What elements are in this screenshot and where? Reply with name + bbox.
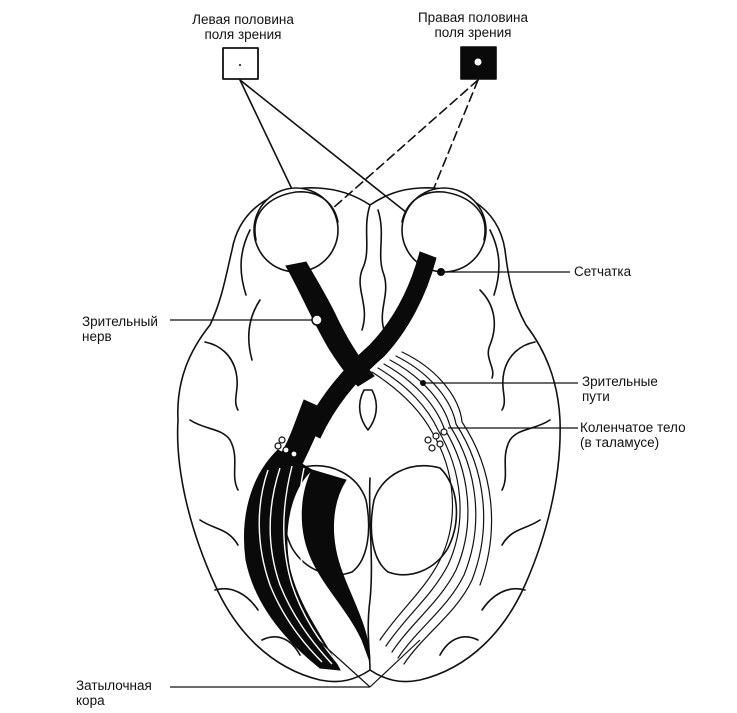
right-gyrus-5: [501, 519, 541, 546]
right-visual-field-label: Правая половина поля зрения: [398, 10, 548, 40]
left-gyrus-7: [261, 636, 301, 656]
frontal-fissure: [359, 204, 371, 331]
right-optic-nerve-dark: [303, 251, 437, 439]
left-radiation-streaks: [258, 465, 353, 667]
left-visual-field-box: [222, 47, 259, 80]
right-geniculate-nodes: [424, 428, 448, 452]
leader-lines: [170, 271, 578, 688]
left-visual-field-label-line1: Левая половина: [192, 12, 294, 27]
right-orbit: [401, 191, 486, 241]
left-gyrus-5: [199, 519, 239, 546]
optic-tracts-label-line2: пути: [582, 389, 610, 404]
optic-nerve-label-line2: нерв: [82, 329, 112, 344]
left-gyrus-2: [204, 341, 239, 411]
occipital-midline: [367, 477, 373, 671]
left-geniculate-nodes: [274, 436, 298, 458]
dark-optic-pathway: [243, 251, 437, 671]
right-optic-radiation: [371, 351, 493, 665]
right-gyrus-6: [481, 588, 526, 611]
left-orbit: [254, 191, 339, 241]
right-gyrus-7: [439, 636, 479, 656]
geniculate-body-label-line2: (в таламусе): [580, 435, 660, 450]
right-thalamus-outline: [370, 465, 458, 576]
right-gyrus-1: [489, 229, 500, 296]
retina-label: Сетчатка: [574, 264, 632, 279]
brain-outline: [176, 187, 561, 683]
geniculate-body-label: Коленчатое тело (в таламусе): [580, 420, 686, 450]
occipital-cortex-label: Затылочная кора: [76, 678, 152, 708]
right-gyrus-3: [479, 289, 496, 379]
right-visual-field-label-line2: поля зрения: [434, 25, 512, 40]
occipital-leader-2: [317, 639, 371, 688]
left-gyrus-3: [247, 299, 261, 361]
optic-nerve-label: Зрительный нерв: [82, 314, 158, 344]
left-gyrus-4: [189, 419, 239, 491]
right-gyrus-2: [501, 341, 536, 411]
left-gyrus-6: [214, 588, 259, 611]
geniculate-body-label-line1: Коленчатое тело: [580, 420, 686, 435]
right-field-dot-icon: [474, 58, 482, 66]
optic-nerve-label-line1: Зрительный: [82, 314, 158, 329]
frontal-fissure-right: [377, 209, 387, 331]
occipital-cortex-label-line2: кора: [76, 693, 105, 708]
left-optic-radiation-dark: [243, 449, 341, 671]
occipital-cortex-label-line1: Затылочная: [76, 678, 152, 693]
left-optic-radiation-dark-2: [301, 469, 371, 663]
right-field-ray-2: [415, 79, 479, 233]
left-visual-field-label: Левая половина поля зрения: [168, 12, 318, 42]
left-visual-field-label-line2: поля зрения: [204, 27, 282, 42]
chiasm-opening: [358, 389, 378, 431]
left-field-dot-icon: [239, 64, 241, 66]
right-gyrus-4: [501, 419, 551, 491]
optic-tracts-label: Зрительные пути: [582, 374, 658, 404]
right-visual-field-label-line1: Правая половина: [417, 10, 529, 25]
optic-tracts-label-line1: Зрительные: [582, 374, 658, 389]
occipital-leader-3: [369, 639, 421, 688]
optic-nerve-marker: [311, 314, 323, 326]
left-gyrus-1: [240, 229, 251, 296]
